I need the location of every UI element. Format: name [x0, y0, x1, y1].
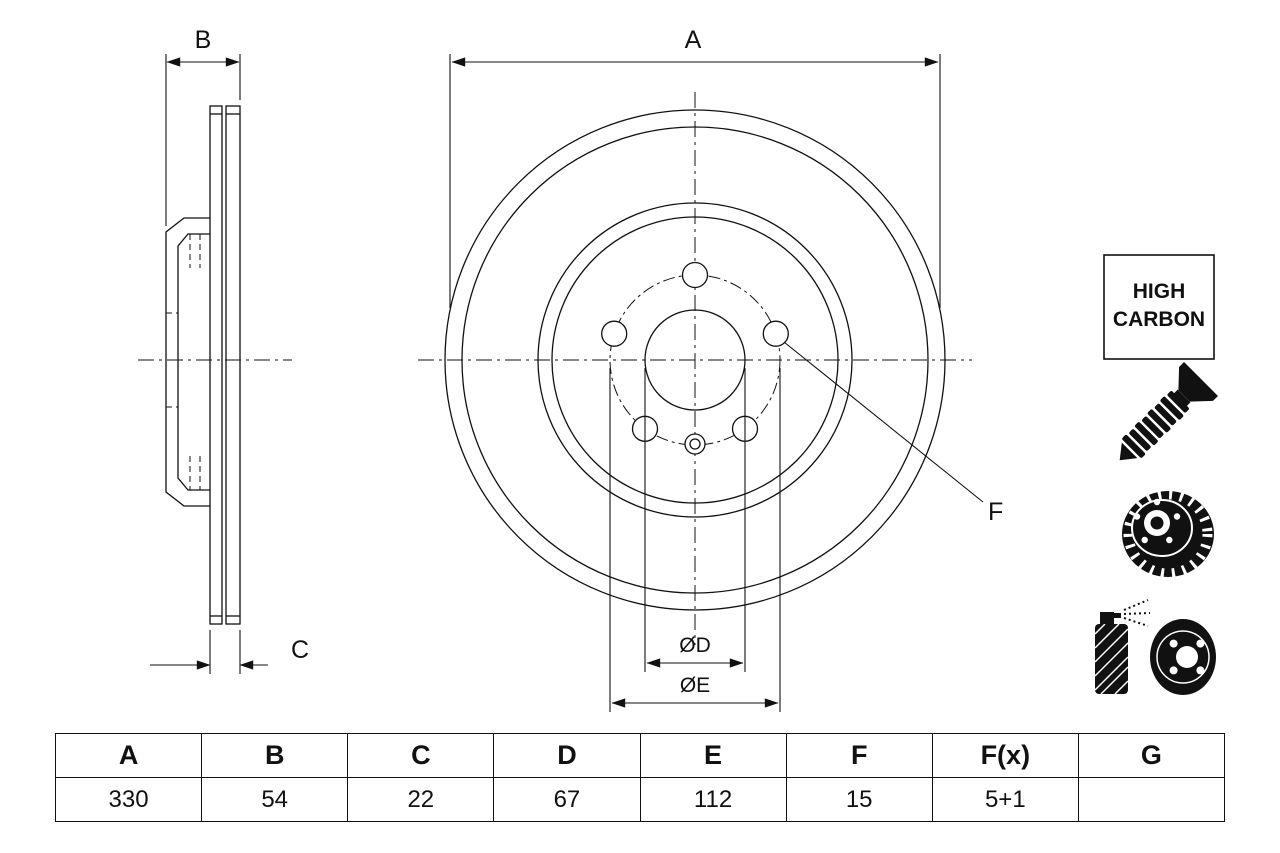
dim-label-d: ØD — [679, 634, 711, 657]
header-cell-g: G — [1077, 733, 1226, 778]
dim-label-a: A — [685, 26, 702, 54]
dimension-b — [165, 54, 241, 226]
dimension-a — [449, 54, 941, 308]
table-header-row: A B C D E F F(x) G — [54, 733, 1226, 778]
dimension-c — [150, 630, 268, 674]
header-cell-a: A — [54, 733, 203, 778]
outer-diameter-circle — [444, 109, 946, 611]
bolt-holes — [601, 261, 789, 455]
value-cell-d: 67 — [493, 777, 641, 822]
side-view — [138, 105, 292, 625]
value-cell-f: 15 — [785, 777, 933, 822]
spray-mist — [1123, 599, 1151, 627]
header-cell-c: C — [347, 733, 495, 778]
dim-label-e: ØE — [680, 674, 710, 697]
high-carbon-badge: HIGH CARBON — [1103, 254, 1215, 360]
high-carbon-line1: HIGH — [1133, 280, 1186, 303]
vented-disc-icon — [1122, 489, 1214, 579]
value-cell-b: 54 — [201, 777, 349, 822]
countersunk-screw-icon — [1119, 362, 1218, 461]
value-cell-c: 22 — [347, 777, 495, 822]
leader-f — [783, 341, 984, 503]
front-view — [418, 92, 972, 645]
header-cell-e: E — [639, 733, 787, 778]
header-cell-b: B — [201, 733, 349, 778]
spec-table: A B C D E F F(x) G 330 54 22 67 112 15 5… — [54, 733, 1226, 822]
header-cell-fx: F(x) — [931, 733, 1079, 778]
value-cell-g — [1077, 777, 1226, 822]
spray-can-hatch — [1094, 623, 1129, 695]
value-cell-a: 330 — [54, 777, 203, 822]
side-hidden-lines — [166, 234, 201, 490]
coated-disc-spray-icon — [1094, 599, 1216, 695]
table-value-row: 330 54 22 67 112 15 5+1 — [54, 777, 1226, 822]
dim-label-f: F — [988, 498, 1003, 526]
brake-disc-drawing: B C — [138, 26, 1218, 712]
dim-label-c: C — [291, 636, 309, 664]
dim-label-b: B — [195, 26, 212, 54]
dimension-d — [644, 368, 746, 672]
high-carbon-line2: CARBON — [1113, 308, 1205, 331]
value-cell-fx: 5+1 — [931, 777, 1079, 822]
header-cell-f: F — [785, 733, 933, 778]
dimension-e — [609, 368, 781, 712]
center-bore-circle — [644, 309, 746, 411]
value-cell-e: 112 — [639, 777, 787, 822]
header-cell-d: D — [493, 733, 641, 778]
